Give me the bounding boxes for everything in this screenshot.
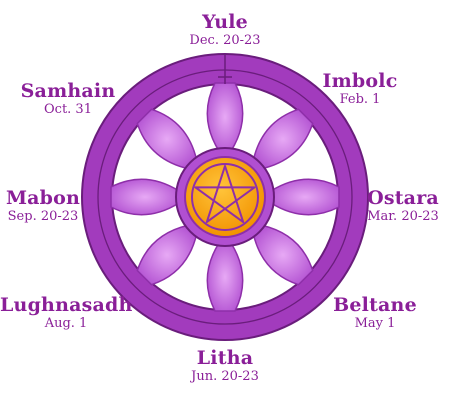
sabbat-name: Ostara <box>367 187 439 209</box>
wheel-spoke <box>136 224 198 286</box>
sabbat-date: May 1 <box>354 315 396 331</box>
sabbat-date: Jun. 20-23 <box>191 368 259 384</box>
sabbat-name: Litha <box>196 347 254 369</box>
wheel-spoke <box>270 178 340 216</box>
sabbat-name: Mabon <box>5 187 81 209</box>
sabbat-name: Imbolc <box>322 70 398 92</box>
pentacle-icon <box>191 163 259 231</box>
sabbat-mabon: Mabon Sep. 20-23 <box>0 187 86 224</box>
sabbat-name: Beltane <box>333 294 417 316</box>
wheel-spoke <box>110 178 180 216</box>
sabbat-date: Mar. 20-23 <box>367 208 439 224</box>
sabbat-name: Yule <box>202 11 248 33</box>
sabbat-name: Samhain <box>20 80 116 102</box>
sabbat-imbolc: Imbolc Feb. 1 <box>318 70 402 107</box>
sabbat-name: Lughnasadh <box>0 294 133 316</box>
wheel-spoke <box>252 108 314 170</box>
wheel-spoke <box>252 224 314 286</box>
sabbat-date: Aug. 1 <box>44 315 88 331</box>
sabbat-samhain: Samhain Oct. 31 <box>20 80 116 117</box>
sabbat-date: Oct. 31 <box>44 101 92 117</box>
sabbat-date: Sep. 20-23 <box>7 208 79 224</box>
wheel-spokes <box>110 82 340 312</box>
hub-disc <box>184 156 266 238</box>
wheel-spoke <box>206 82 244 152</box>
sabbat-lughnasadh: Lughnasadh Aug. 1 <box>0 294 133 331</box>
sabbat-date: Feb. 1 <box>339 91 381 107</box>
sabbat-beltane: Beltane May 1 <box>330 294 420 331</box>
wheel-spoke <box>206 242 244 312</box>
sabbat-yule: Yule Dec. 20-23 <box>175 11 275 48</box>
sabbat-litha: Litha Jun. 20-23 <box>175 347 275 384</box>
sabbat-ostara: Ostara Mar. 20-23 <box>357 187 449 224</box>
wheel-spoke <box>136 108 198 170</box>
sabbat-date: Dec. 20-23 <box>189 32 261 48</box>
